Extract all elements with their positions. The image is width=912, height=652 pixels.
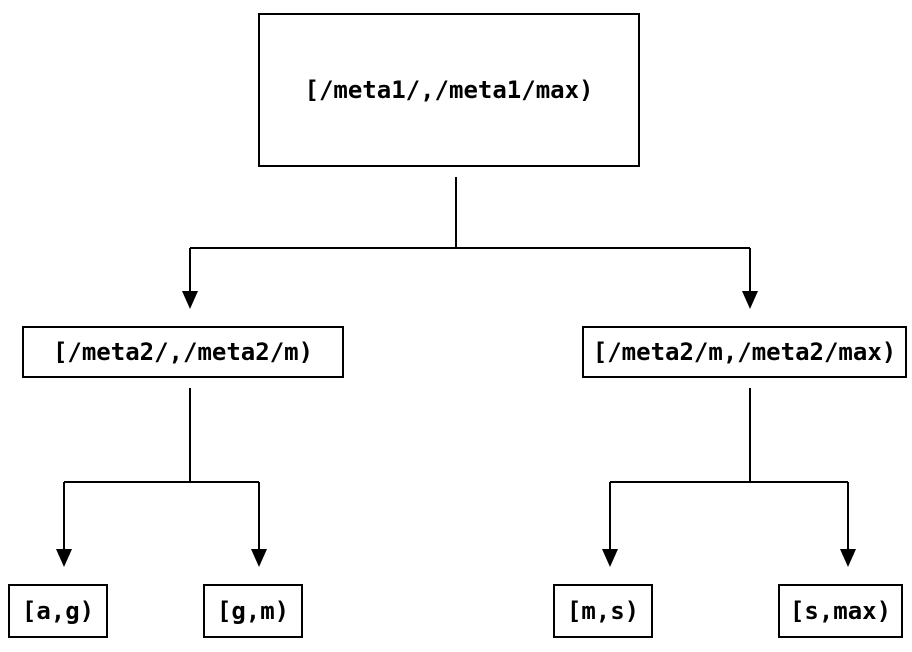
- arrow-down-icon: [840, 549, 856, 567]
- edge-root-to-children: [182, 177, 758, 309]
- arrow-down-icon: [56, 549, 72, 567]
- node-leaf-m-s: [m,s): [553, 584, 653, 638]
- node-root: [/meta1/,/meta1/max): [258, 13, 640, 167]
- node-root-label: [/meta1/,/meta1/max): [304, 76, 594, 104]
- edge-left-to-leaves: [56, 388, 267, 567]
- node-right-child: [/meta2/m,/meta2/max): [582, 326, 907, 378]
- node-leaf-a-g-label: [a,g): [21, 597, 95, 625]
- node-leaf-g-m: [g,m): [203, 584, 303, 638]
- node-leaf-s-max: [s,max): [778, 584, 903, 638]
- node-left-child-label: [/meta2/,/meta2/m): [52, 338, 314, 366]
- node-leaf-s-max-label: [s,max): [789, 597, 892, 625]
- arrow-down-icon: [742, 291, 758, 309]
- node-leaf-g-m-label: [g,m): [216, 597, 290, 625]
- node-left-child: [/meta2/,/meta2/m): [22, 326, 344, 378]
- node-leaf-m-s-label: [m,s): [566, 597, 640, 625]
- arrow-down-icon: [602, 549, 618, 567]
- node-leaf-a-g: [a,g): [8, 584, 108, 638]
- arrow-down-icon: [182, 291, 198, 309]
- arrow-down-icon: [251, 549, 267, 567]
- edge-right-to-leaves: [602, 388, 856, 567]
- node-right-child-label: [/meta2/m,/meta2/max): [592, 338, 897, 366]
